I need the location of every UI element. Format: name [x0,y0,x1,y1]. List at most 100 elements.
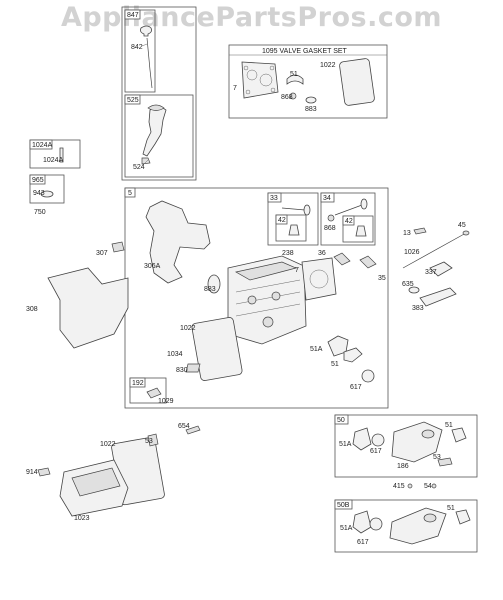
label-830: 830 [176,367,188,374]
loose-parts-right: 13 45 1026 337 635 383 [402,222,470,312]
tag-192: 192 [132,380,144,387]
label-617-50: 617 [370,448,382,455]
label-415: 415 [393,483,405,490]
tag-50: 50 [337,417,345,424]
label-54: 54 [424,483,432,490]
dipstick-rod [146,37,153,89]
label-53-lower: 53 [145,438,153,445]
label-337: 337 [425,269,437,276]
label-1022-main: 1022 [180,325,196,332]
valve-33-head [303,204,311,216]
label-36: 36 [318,250,326,257]
part-654 [185,425,201,435]
bolt-914 [37,467,51,477]
dipstick-tube [142,105,167,157]
label-7-gasket-set: 7 [233,85,237,92]
bolt-307 [111,241,125,253]
head-gasket-7 [301,257,337,301]
label-1026: 1026 [404,249,420,256]
tag-847: 847 [127,12,139,19]
tag-1024a: 1024A [32,142,53,149]
stud-53-50 [437,457,453,467]
valve-spring-35 [359,255,377,269]
shroud-308 [47,267,129,349]
label-383: 383 [412,305,424,312]
tag-5: 5 [128,190,132,197]
breather-tube [59,147,64,163]
tube-opening [147,104,165,111]
label-617-50b: 617 [357,539,369,546]
label-943: 943 [33,190,45,197]
label-868-gasket-set: 868 [281,94,293,101]
label-238: 238 [282,250,294,257]
tag-50b: 50B [337,502,350,509]
gasket-51a-50b [352,510,372,534]
gasket-51-50b [455,509,471,525]
label-1022-lower: 1022 [100,441,116,448]
stud-53 [147,433,159,447]
label-1022-gasket-set: 1022 [320,62,336,69]
label-35: 35 [378,275,386,282]
part-337 [429,261,453,277]
valve-seal-42a [288,224,300,236]
rocker-cover-assembly: 1022 53 654 1023 914 [26,423,201,522]
intake-gasket-51a [327,335,349,357]
label-1034: 1034 [167,351,183,358]
valve-gasket-set-title: 1095 VALVE GASKET SET [262,48,348,55]
valve-34-head [360,198,368,210]
loose-parts-left: 307 308 [26,241,129,349]
exhaust-gasket-883 [207,274,221,294]
label-308: 308 [26,306,38,313]
o-ring-617 [361,369,375,383]
part-635 [408,286,420,294]
label-51-gasket-set: 51 [290,71,298,78]
label-53-50: 53 [433,454,441,461]
label-914: 914 [26,469,38,476]
label-883-main: 883 [204,286,216,293]
label-307: 307 [96,250,108,257]
valve-seal-42b [355,225,367,237]
label-51a-main: 51A [310,346,323,353]
label-635: 635 [402,281,414,288]
tag-42-b: 42 [345,218,353,225]
intake-gasket-51 [286,74,304,85]
tube-seal [141,157,151,165]
tag-34: 34 [323,195,331,202]
group-valve-gasket-set: 1095 VALVE GASKET SET 7 51 1022 868 883 [228,44,388,119]
label-617-main: 617 [350,384,362,391]
label-51-50: 51 [445,422,453,429]
tag-525: 525 [127,97,139,104]
rod-end-45 [462,230,470,236]
o-ring-617-50 [371,433,385,447]
label-524: 524 [133,164,145,171]
label-51a-50b: 51A [340,525,353,532]
label-842: 842 [131,44,143,51]
group-50b: 50B 51A 617 51 [334,499,478,553]
group-965: 965 943 750 [29,174,65,216]
valve-34-stem [334,204,363,216]
group-1024a: 1024A 1024A [29,139,81,169]
cover-gasket-1022 [339,58,375,106]
gasket-51a-50 [352,427,372,451]
intake-gasket-51 [343,347,363,363]
tag-33: 33 [270,195,278,202]
gasket-51-50 [451,427,467,443]
cylinder-head-top [235,261,298,281]
heat-shield-306a [145,200,211,284]
label-1029: 1029 [158,398,174,405]
label-51a-50: 51A [339,441,352,448]
label-51-50b: 51 [447,505,455,512]
label-45: 45 [458,222,466,229]
label-654: 654 [178,423,190,430]
group-5: 5 33 42 34 868 42 306A [124,187,389,409]
label-186: 186 [397,463,409,470]
intake-manifold-50b [389,507,447,545]
group-50: 50 51A 617 51 186 53 [334,414,478,478]
exhaust-gasket-883 [305,96,317,104]
dipstick-cap [140,25,152,37]
loose-parts-415-54: 415 54 [393,483,437,490]
valve-33-stem [281,207,306,211]
label-750: 750 [34,209,46,216]
label-1024a-sub: 1024A [43,157,64,164]
